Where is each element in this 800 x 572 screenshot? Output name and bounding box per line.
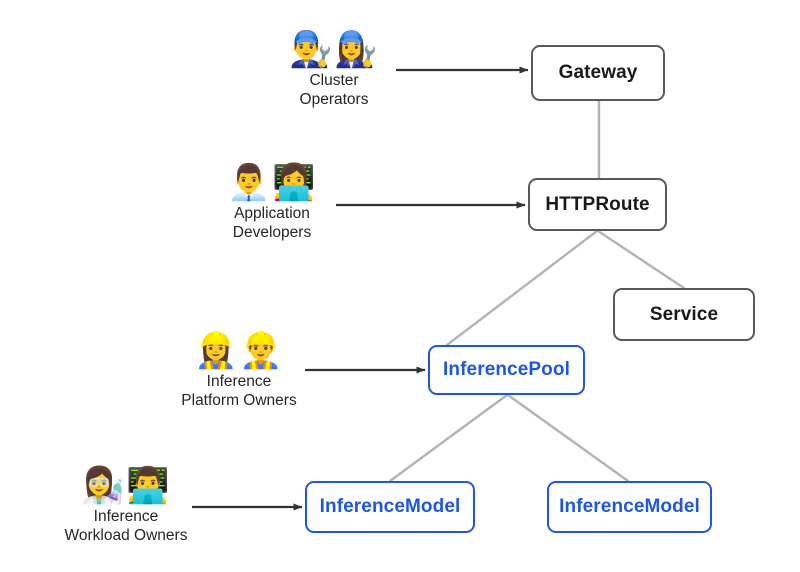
node-inferencemodel-right[interactable]: InferenceModel: [547, 481, 712, 533]
node-gateway[interactable]: Gateway: [531, 45, 665, 101]
node-inferencepool[interactable]: InferencePool: [428, 345, 585, 395]
scientist-technologist-pair-icon: 👩‍🔬👨‍💻: [81, 466, 171, 505]
persona-cluster-operators-label: Cluster Operators: [299, 72, 369, 108]
persona-inference-platform-owners-label: Inference Platform Owners: [181, 373, 297, 409]
edge-httproute-inferencepool: [445, 229, 599, 347]
mechanic-pair-icon: 👨‍🔧👩‍🔧: [289, 30, 379, 69]
node-inferencemodel-right-label: InferenceModel: [559, 496, 700, 517]
edge-inferencepool-model-left: [388, 393, 509, 483]
node-httproute[interactable]: HTTPRoute: [528, 178, 667, 231]
node-inferencemodel-left-label: InferenceModel: [319, 496, 461, 517]
edge-inferencepool-model-right: [506, 393, 630, 483]
node-service-label: Service: [649, 303, 719, 325]
node-service[interactable]: Service: [613, 288, 755, 341]
node-inferencepool-label: InferencePool: [443, 359, 570, 380]
edge-httproute-service: [596, 229, 686, 290]
persona-application-developers: 👨‍💼👩‍💻 Application Developers: [198, 163, 346, 242]
office-worker-technologist-pair-icon: 👨‍💼👩‍💻: [227, 163, 317, 202]
node-gateway-label: Gateway: [558, 62, 638, 83]
persona-cluster-operators: 👨‍🔧👩‍🔧 Cluster Operators: [264, 30, 404, 109]
node-inferencemodel-left[interactable]: InferenceModel: [305, 481, 475, 533]
persona-inference-platform-owners: 👷‍♀️👷‍♂️ Inference Platform Owners: [159, 331, 319, 410]
persona-inference-workload-owners: 👩‍🔬👨‍💻 Inference Workload Owners: [43, 466, 209, 545]
persona-inference-workload-owners-label: Inference Workload Owners: [64, 508, 188, 544]
construction-worker-pair-icon: 👷‍♀️👷‍♂️: [194, 331, 284, 370]
persona-application-developers-label: Application Developers: [232, 205, 312, 241]
node-httproute-label: HTTPRoute: [545, 193, 650, 215]
